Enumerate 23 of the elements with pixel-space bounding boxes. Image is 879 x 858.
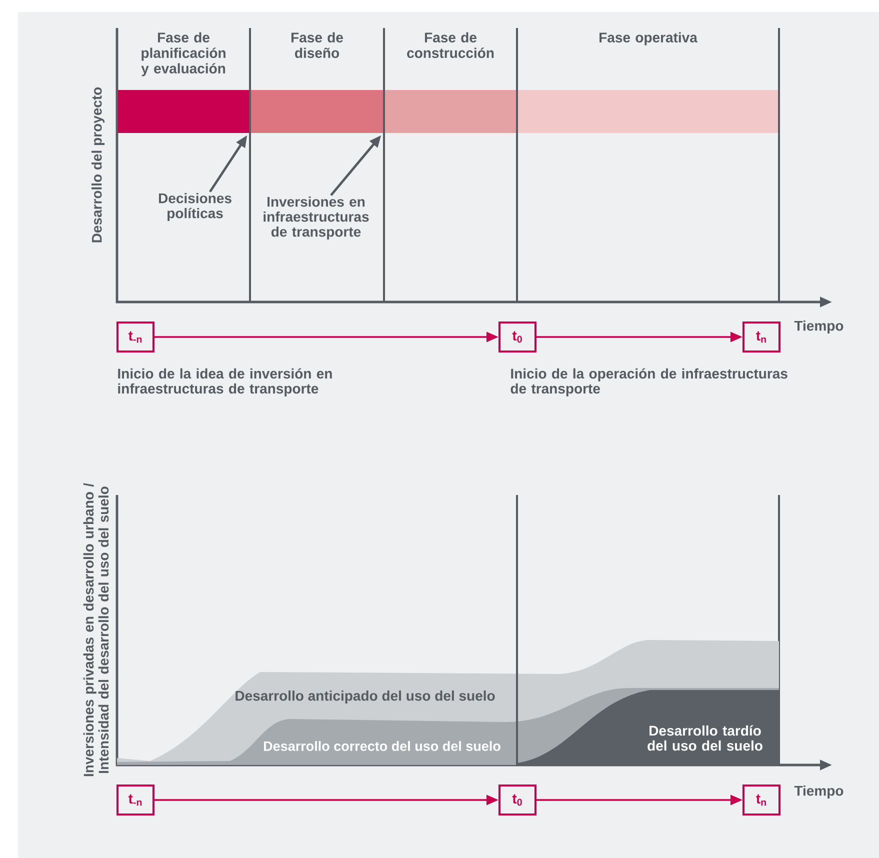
phase-bar: Fase de diseño [251,32,383,133]
phase-bar: Fase operativa [518,32,778,133]
node-label: Fase operativa [600,32,698,46]
node-label: Fase de planificación y evaluación [141,32,226,76]
time-box: t$_{-n}$ [116,784,154,816]
callout-text: Inversiones en infraestructuras de transporte [264,196,369,240]
axis-label: Tiempo [794,320,844,334]
axis-label: Tiempo [794,785,844,799]
note-text: Inicio de la idea de inversión en infraestructuras de transporte [118,368,332,396]
note-text: Inicio de la operación de infraestructuras de transporte [510,368,788,396]
phase-bar: Fase de planificación y evaluación [118,32,249,133]
callout-text: Decisiones políticas [158,192,232,222]
time-box: t$_{0}$ [498,784,536,816]
axis-label: Desarrollo del proyecto [91,87,105,242]
time-box: t$_{n}$ [742,784,780,816]
axis-label: Inversiones privadas en desarrollo urbano / Intensidad del desarrollo del uso del suelo [83,483,109,776]
area-band: Desarrollo tardío del uso del suelo [517,690,779,765]
time-box: t$_{n}$ [742,322,780,352]
phase-bar: Fase de construcción [385,32,516,133]
time-box: t$_{0}$ [498,322,536,352]
time-box: t$_{-n}$ [116,322,154,352]
node-label: Fase de diseño [291,32,343,58]
node-label: Fase de construcción [407,32,494,58]
